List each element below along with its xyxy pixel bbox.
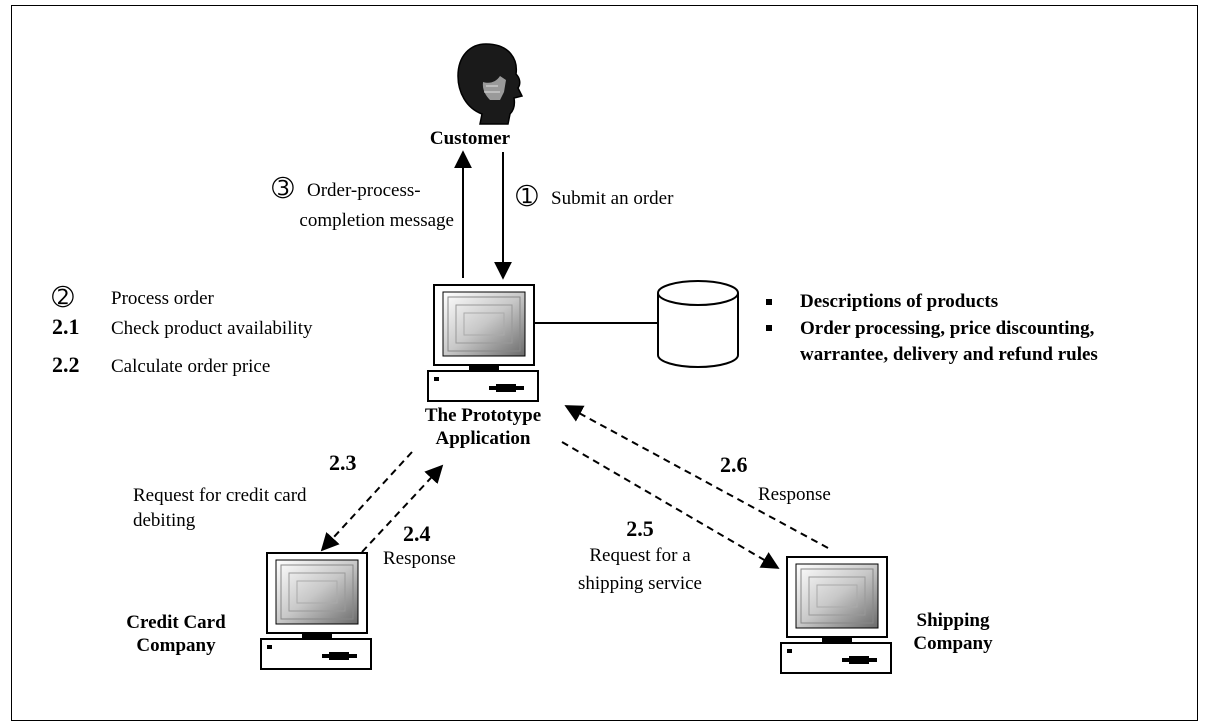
arrow-shipping-request xyxy=(561,441,780,569)
step1-label: Submit an order xyxy=(551,188,674,209)
prototype-label-line1: The Prototype xyxy=(424,405,542,426)
step23-label-line1: Request for credit card xyxy=(133,485,307,506)
db-item1: Descriptions of products xyxy=(800,291,999,312)
customer-icon xyxy=(457,43,524,125)
arrow-credit-request xyxy=(320,451,413,552)
step2-label: Process order xyxy=(111,288,214,309)
step22-number: 2.2 xyxy=(52,352,80,377)
step1-number-icon: ➀ xyxy=(516,182,538,212)
step26-label: Response xyxy=(758,484,831,505)
db-item2-line1: Order processing, price discounting, xyxy=(800,318,1095,339)
credit-card-computer-icon xyxy=(260,552,372,670)
step2-number-icon: ➁ xyxy=(52,283,74,313)
step21-label: Check product availability xyxy=(111,318,313,339)
db-item2-line2: warrantee, delivery and refund rules xyxy=(800,344,1098,365)
prototype-computer-icon xyxy=(427,284,539,402)
arrow-credit-response xyxy=(361,464,444,553)
prototype-label-line2: Application xyxy=(435,428,531,449)
step22-label: Calculate order price xyxy=(111,356,271,377)
step21-number: 2.1 xyxy=(52,314,80,339)
step25-number: 2.5 xyxy=(626,516,654,541)
step26-number: 2.6 xyxy=(720,452,748,477)
step25-label-line2: shipping service xyxy=(577,573,702,594)
step24-label: Response xyxy=(383,548,456,569)
step3-label-line2: completion message xyxy=(299,210,454,231)
step23-label-line2: debiting xyxy=(133,510,196,531)
credit-card-label-line1: Credit Card xyxy=(126,612,226,633)
step3-label-line1: Order-process- xyxy=(307,180,421,201)
bullet-icon xyxy=(766,325,772,331)
shipping-computer-icon xyxy=(780,556,892,674)
bullet-icon xyxy=(766,299,772,305)
credit-card-label-line2: Company xyxy=(136,635,216,656)
shipping-label-line2: Company xyxy=(913,633,993,654)
step25-label-line1: Request for a xyxy=(589,545,691,566)
customer-label: Customer xyxy=(429,128,511,149)
arrow-shipping-response xyxy=(564,405,829,549)
step23-number: 2.3 xyxy=(329,450,357,475)
shipping-label-line1: Shipping xyxy=(916,610,990,631)
step3-number-icon: ➂ xyxy=(272,174,294,204)
database-icon xyxy=(657,280,739,368)
diagram-frame xyxy=(11,5,1198,721)
step24-number: 2.4 xyxy=(403,521,431,546)
